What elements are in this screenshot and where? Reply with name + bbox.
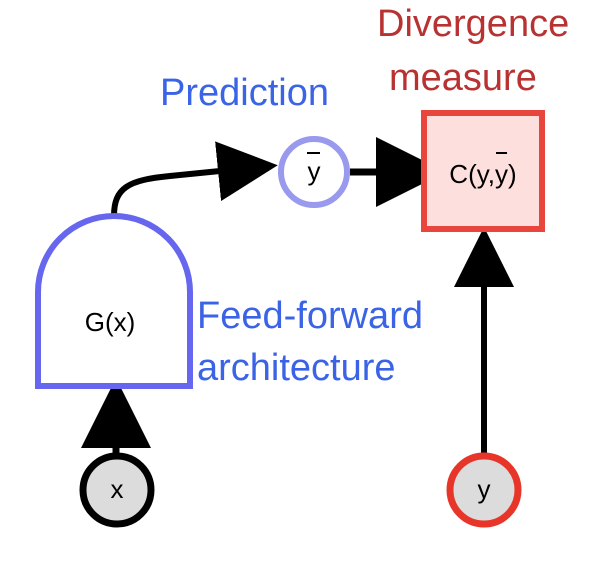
generator-node-label: G(x) bbox=[85, 307, 136, 337]
x-input-node-label: x bbox=[111, 474, 124, 504]
ybar-node-label: y bbox=[308, 156, 321, 186]
feedforward-label-line2: architecture bbox=[197, 347, 396, 389]
cost-node-label-ybar: y bbox=[495, 159, 508, 189]
cost-node bbox=[421, 110, 545, 232]
cost-node-label-suffix: ) bbox=[508, 159, 517, 189]
ybar-node bbox=[278, 136, 350, 208]
edge-generator-to-ybar bbox=[111, 141, 278, 217]
divergence-measure-label-line2: measure bbox=[389, 57, 537, 99]
y-target-node-label: y bbox=[478, 474, 491, 504]
generator-node bbox=[35, 213, 193, 389]
feedforward-label-line1: Feed-forward bbox=[197, 295, 423, 337]
divergence-measure-label-line1: Divergence bbox=[377, 3, 569, 45]
x-input-node bbox=[79, 452, 155, 528]
y-target-node bbox=[446, 452, 522, 528]
cost-node-label-prefix: C(y, bbox=[449, 159, 495, 189]
cost-node-label: C(y,y) bbox=[449, 159, 516, 189]
prediction-label: Prediction bbox=[160, 72, 329, 114]
